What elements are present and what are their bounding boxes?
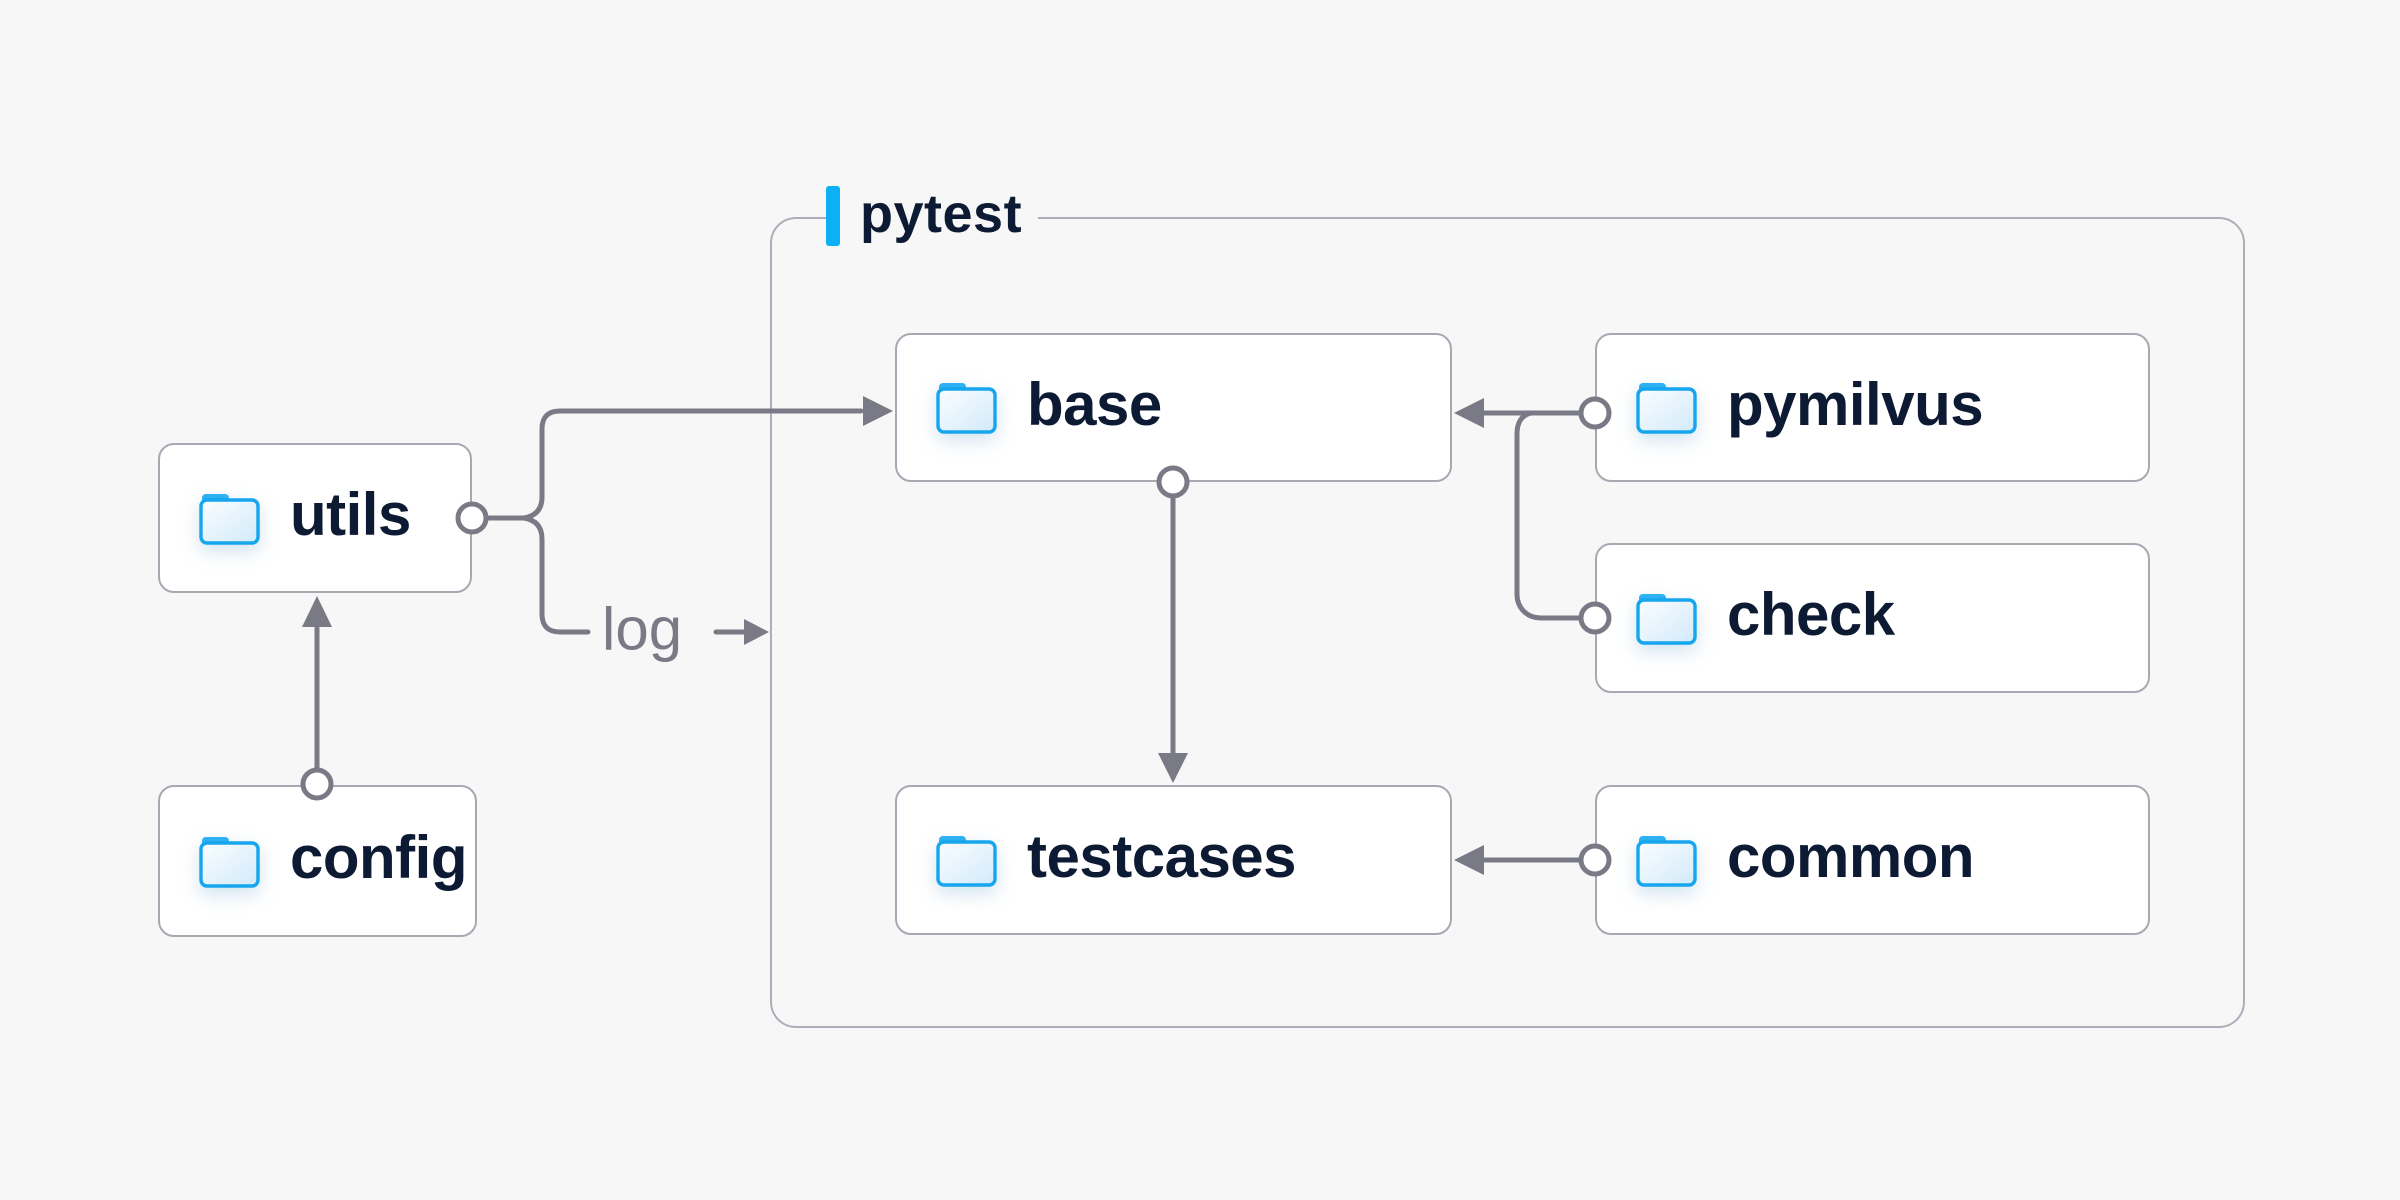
node-label: config xyxy=(290,824,467,891)
folder-icon xyxy=(936,835,997,887)
edge-label-log: log xyxy=(602,595,683,663)
arrowhead-log-group xyxy=(744,619,769,645)
node-label: check xyxy=(1727,581,1895,648)
pytest-group-label: pytest xyxy=(826,184,1039,248)
node-label: testcases xyxy=(1027,823,1297,890)
folder-icon xyxy=(1636,593,1697,645)
node-label: pymilvus xyxy=(1727,370,1984,438)
node-common: common xyxy=(1595,785,2150,935)
arrowhead-config-utils xyxy=(302,596,332,627)
folder-icon xyxy=(1636,383,1697,434)
node-config: config xyxy=(158,785,477,937)
folder-icon xyxy=(199,836,260,888)
node-utils: utils xyxy=(158,443,472,593)
folder-icon xyxy=(936,383,997,434)
node-label: base xyxy=(1027,370,1162,438)
node-check: check xyxy=(1595,543,2150,693)
node-label: common xyxy=(1727,823,1975,890)
node-testcases: testcases xyxy=(895,785,1452,935)
node-base: base xyxy=(895,333,1452,482)
edge-utils-log xyxy=(521,515,591,635)
accent-bar-icon xyxy=(826,186,840,246)
node-pymilvus: pymilvus xyxy=(1595,333,2150,482)
folder-icon xyxy=(1636,835,1697,887)
pytest-group-label-text: pytest xyxy=(860,184,1023,244)
pytest-group-frame xyxy=(770,217,2245,1028)
folder-icon xyxy=(199,493,260,545)
node-label: utils xyxy=(290,481,411,548)
